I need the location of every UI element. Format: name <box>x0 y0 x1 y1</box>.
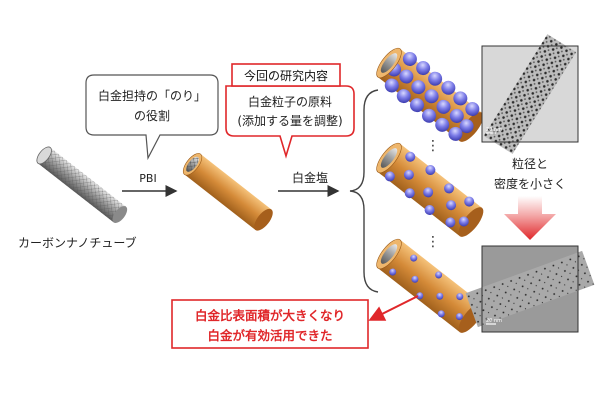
platinum-particle <box>399 69 414 84</box>
platinum-particle <box>428 71 443 86</box>
tube-small-particles <box>376 238 484 333</box>
platinum-particle <box>423 187 434 198</box>
platinum-particle <box>465 102 480 117</box>
platinum-particle <box>435 271 443 279</box>
platinum-particle <box>409 98 424 113</box>
platinum-particle <box>437 310 445 318</box>
tube-medium-particles <box>376 142 484 237</box>
platinum-particle <box>448 126 463 141</box>
platinum-particle <box>456 293 464 301</box>
platinum-particle <box>404 188 415 199</box>
platinum-particle <box>411 80 426 95</box>
tem-image-dense: 20 nm <box>481 34 579 154</box>
platinum-particle <box>444 183 455 194</box>
scale-label-top: 20 nm <box>486 127 502 133</box>
platinum-particle <box>424 204 435 215</box>
result-box: 白金比表面積が大きくなり 白金が有効活用できた <box>171 299 369 349</box>
platinum-particle <box>449 108 464 123</box>
platinum-particle <box>453 91 468 106</box>
size-density-line-1: 粒径と <box>512 156 548 171</box>
scale-label-bottom: 20 nm <box>486 318 502 324</box>
role-bubble: 白金担持の「のり」 の役割 <box>85 74 219 161</box>
platinum-particle <box>425 165 436 176</box>
platinum-particle <box>396 89 411 104</box>
tube-dense-particles <box>376 47 484 142</box>
result-line-1: 白金比表面積が大きくなり <box>195 308 345 323</box>
role-line-2: の役割 <box>134 108 170 123</box>
platinum-particle <box>416 292 424 300</box>
research-title: 今回の研究内容 <box>244 68 328 83</box>
cnt-label: カーボンナノチューブ <box>18 235 137 250</box>
role-line-1: 白金担持の「のり」 <box>98 88 206 103</box>
platinum-particle <box>410 254 418 262</box>
platinum-particle <box>445 217 456 228</box>
platinum-particle <box>405 151 416 162</box>
platinum-particle <box>436 99 451 114</box>
result-line-2: 白金が有効活用できた <box>207 328 332 343</box>
pbi-coated-tube-illustration <box>182 153 273 231</box>
tem-image-sparse: 20 nm <box>465 245 595 333</box>
platinum-particle <box>384 171 395 182</box>
platinum-particle <box>421 108 436 123</box>
platinum-particle <box>464 196 475 207</box>
branch-brace <box>349 89 379 293</box>
platinum-particle <box>459 119 474 134</box>
result-arrow <box>368 295 419 321</box>
research-title-box <box>231 63 341 87</box>
platinum-particle <box>435 117 450 132</box>
platinum-particle <box>436 292 444 300</box>
research-line-2: (添加する量を調整) <box>237 113 342 128</box>
platinum-particle <box>455 313 463 321</box>
ellipsis-1: ⋮ <box>426 138 440 154</box>
platinum-particle <box>416 61 431 76</box>
platinum-particle <box>402 51 417 66</box>
research-line-1: 白金粒子の原料 <box>248 94 332 109</box>
reduce-arrow <box>504 196 556 240</box>
research-content-box: 今回の研究内容 白金粒子の原料 (添加する量を調整) <box>225 63 355 159</box>
size-density-line-2: 密度を小さく <box>494 176 566 191</box>
platinum-particle <box>389 268 397 276</box>
platinum-particle <box>424 89 439 104</box>
platinum-particle <box>441 80 456 95</box>
platinum-particle <box>403 169 414 180</box>
salt-label: 白金塩 <box>292 170 328 185</box>
platinum-particle <box>458 216 469 227</box>
platinum-particle <box>384 78 399 93</box>
ellipsis-2: ⋮ <box>426 234 440 250</box>
platinum-particle <box>446 200 457 211</box>
carbon-nanotube-illustration <box>36 146 128 224</box>
platinum-particle <box>411 275 419 283</box>
pbi-label: PBI <box>139 172 156 185</box>
